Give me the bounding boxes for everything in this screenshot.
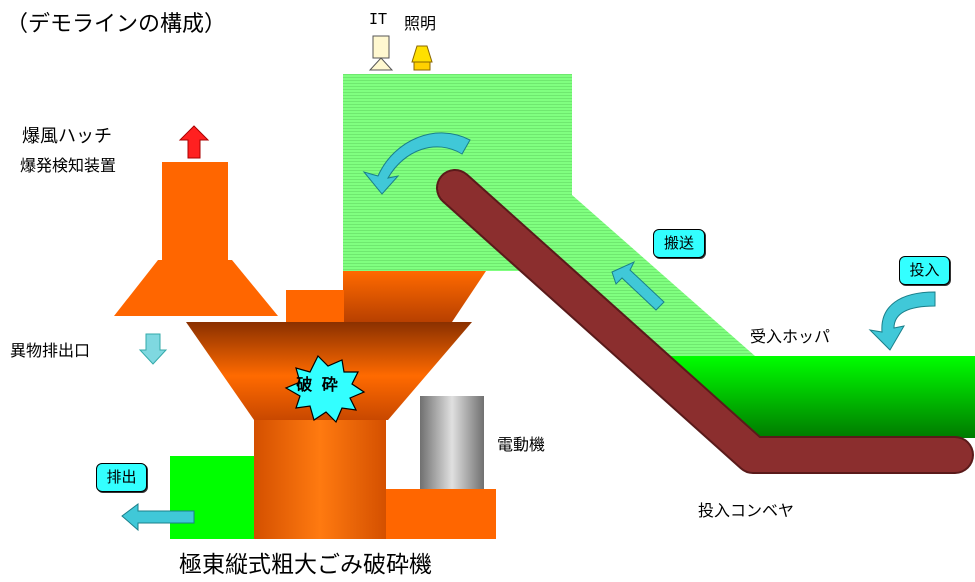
motor-label: 電動機 [497,435,546,454]
crusher-body [254,420,386,539]
receiving-hopper-label: 受入ホッパ [750,327,831,346]
crushing-burst-icon [284,354,366,424]
carry-tag: 搬送 [653,229,705,258]
return-arrow-icon [362,132,471,195]
motor-base [386,489,496,539]
blast-up-arrow-icon [178,125,210,159]
lighting-icon [411,45,433,71]
input-tag: 投入 [899,256,950,285]
blast-hatch-hood [114,260,278,316]
crushing-label: 破 砕 [296,375,340,394]
it-label: IT [369,10,388,28]
receiving-hopper [664,356,975,438]
foreign-outlet-arrow-icon [138,333,168,365]
discharge-tag: 排出 [96,463,147,492]
input-conveyor-belt [438,171,972,472]
it-device-icon [368,35,394,71]
input-arrow-icon [868,291,936,351]
carry-arrow-icon [611,260,665,311]
feed-chute [343,271,486,322]
discharge-arrow-icon [121,503,195,532]
chute-block [286,290,344,322]
machine-name: 極東縦式粗大ごみ破砕機 [179,552,432,578]
discharge-box [170,456,254,539]
explosion-detector-label: 爆発検知装置 [20,156,117,175]
foreign-outlet-label: 異物排出口 [10,341,91,360]
motor [420,396,484,489]
page-title: （デモラインの構成） [6,12,227,37]
input-conveyor-label: 投入コンベヤ [698,501,795,520]
lighting-label: 照明 [404,14,437,33]
blast-hatch-column [162,162,228,260]
blast-hatch-label: 爆風ハッチ [22,126,112,147]
